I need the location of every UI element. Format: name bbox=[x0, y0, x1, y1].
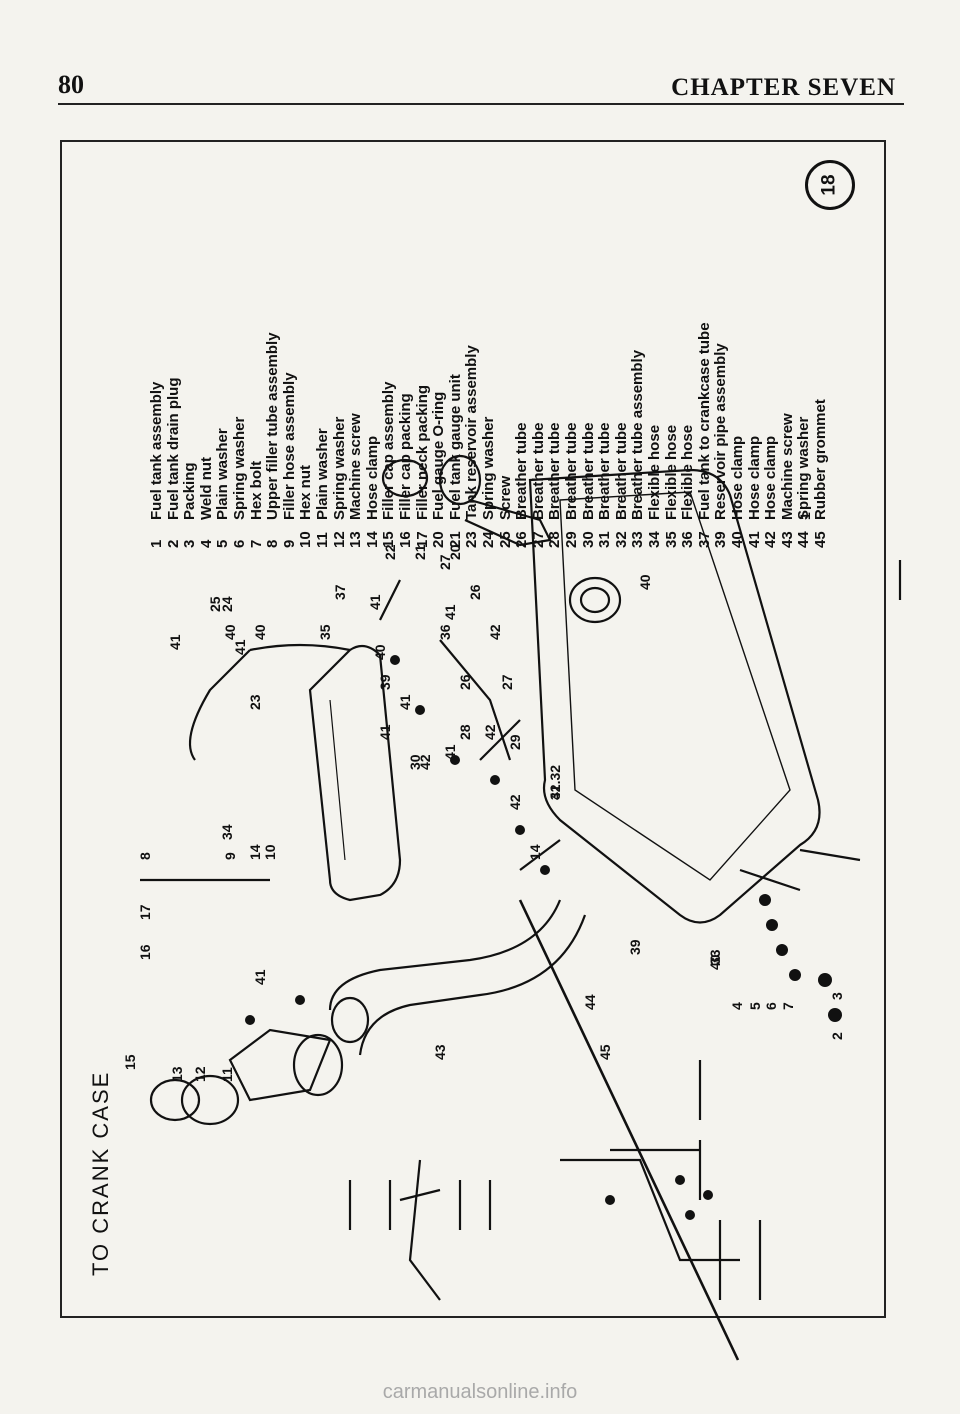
callout-label: 25 bbox=[207, 596, 223, 612]
callout-label: 45 bbox=[597, 1044, 613, 1060]
callout-label: 16 bbox=[137, 944, 153, 960]
callout-label: 42 bbox=[417, 754, 433, 770]
callout-label: 5 bbox=[747, 1002, 763, 1010]
callout-label: 40 bbox=[222, 624, 238, 640]
callout-label: 30 bbox=[407, 754, 423, 770]
callout-label: 10 bbox=[262, 844, 278, 860]
figure-number-badge: 18 bbox=[805, 160, 855, 210]
figure-frame bbox=[60, 140, 886, 1318]
callout-label: 2 bbox=[829, 1032, 845, 1040]
callout-label: 41 bbox=[377, 724, 393, 740]
callout-label: 40 bbox=[707, 954, 723, 970]
callout-label: 21 bbox=[412, 544, 428, 560]
callout-label: 43 bbox=[432, 1044, 448, 1060]
callout-label: 14 bbox=[247, 844, 263, 860]
callout-label: 41 bbox=[167, 634, 183, 650]
callout-label: 40 bbox=[372, 644, 388, 660]
callout-label: 41 bbox=[367, 594, 383, 610]
callout-label: 41 bbox=[442, 744, 458, 760]
callout-label: 37 bbox=[332, 584, 348, 600]
crank-case-arrow-label: TO CRANK CASE bbox=[88, 1070, 113, 1276]
callout-label: 39 bbox=[627, 939, 643, 955]
callout-label: 41 bbox=[232, 639, 248, 655]
callout-label: 3 bbox=[829, 992, 845, 1000]
callout-label: 26 bbox=[457, 674, 473, 690]
callout-label: 4 bbox=[729, 1002, 745, 1010]
callout-label: 42 bbox=[487, 624, 503, 640]
callout-label: 29 bbox=[507, 734, 523, 750]
reservoir-tank bbox=[308, 644, 402, 902]
callout-label: 8 bbox=[137, 852, 153, 860]
callout-label: 22 bbox=[382, 544, 398, 560]
callout-label: 20 bbox=[447, 544, 463, 560]
callout-label: 33 bbox=[707, 949, 723, 965]
callout-label: 40 bbox=[637, 574, 653, 590]
gauge-unit bbox=[381, 458, 429, 498]
callout-label: 7 bbox=[780, 1002, 796, 1010]
callout-label: 36 bbox=[437, 624, 453, 640]
watermark: carmanualsonline.info bbox=[382, 1381, 578, 1403]
crankcase-tube bbox=[518, 899, 740, 1361]
callout-label: 17 bbox=[137, 904, 153, 920]
gauge-opening bbox=[568, 576, 622, 624]
callout-label: 27 bbox=[499, 674, 515, 690]
callout-label: 14 bbox=[527, 844, 543, 860]
callout-label: 44 bbox=[582, 994, 598, 1010]
callout-label: 42 bbox=[482, 724, 498, 740]
filler-hose bbox=[328, 899, 562, 1011]
callout-label: 34 bbox=[219, 824, 235, 840]
callout-label: 24 bbox=[219, 596, 235, 612]
callout-label: 42 bbox=[507, 794, 523, 810]
callout-label: 11 bbox=[219, 1067, 235, 1082]
callout-label: 41 bbox=[252, 969, 268, 985]
callout-label: 28 bbox=[457, 724, 473, 740]
callout-label: 15 bbox=[122, 1054, 138, 1070]
callout-label: 26 bbox=[467, 584, 483, 600]
chapter-title: CHAPTER SEVEN bbox=[671, 74, 896, 101]
callout-label: 31.32 bbox=[547, 765, 563, 800]
page-number: 80 bbox=[58, 70, 84, 99]
callout-label: 13 bbox=[169, 1066, 185, 1082]
callout-label: 23 bbox=[247, 694, 263, 710]
callout-label: 9 bbox=[222, 852, 238, 860]
fuel-tank bbox=[528, 468, 821, 924]
callout-label: 40 bbox=[252, 624, 268, 640]
callout-label: 27 bbox=[437, 554, 453, 570]
callout-label: 1 bbox=[797, 512, 813, 520]
callout-label: 6 bbox=[763, 1002, 779, 1010]
header-rule bbox=[58, 103, 904, 105]
callout-label: 39 bbox=[377, 674, 393, 690]
callout-label: 35 bbox=[317, 624, 333, 640]
filler-neck bbox=[228, 1028, 332, 1102]
callout-label: 41 bbox=[397, 694, 413, 710]
callout-label: 41 bbox=[442, 604, 458, 620]
callout-label: 42 bbox=[547, 784, 563, 800]
callout-label: 12 bbox=[192, 1066, 208, 1082]
